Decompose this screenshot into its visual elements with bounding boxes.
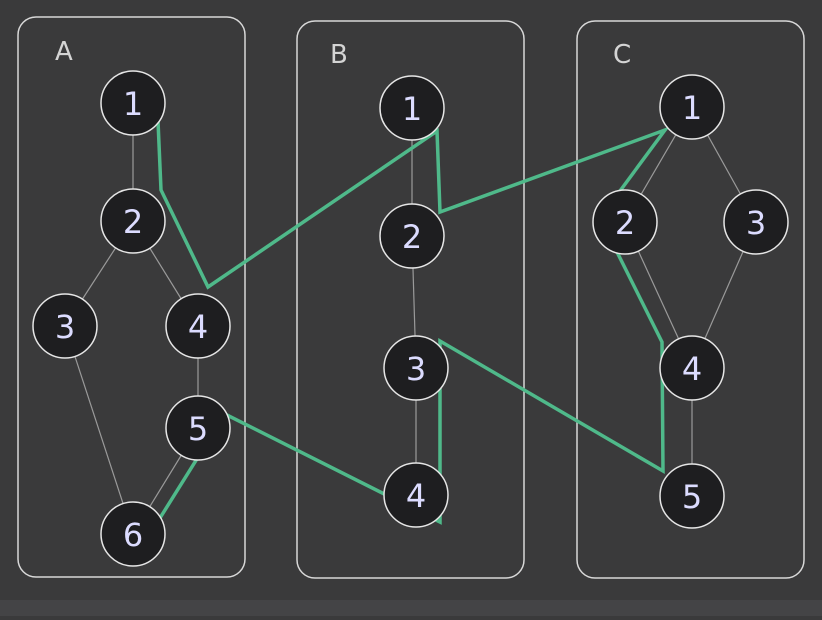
panel-a-node-2: 2 xyxy=(100,188,166,254)
panel-a-node-3: 3 xyxy=(32,293,98,359)
panel-b-node-3: 3 xyxy=(383,335,449,401)
panel-a-node-6-circle xyxy=(100,501,166,567)
panel-c-node-3-circle xyxy=(723,189,789,255)
panel-b-node-3-circle xyxy=(383,335,449,401)
panel-c-node-5-circle xyxy=(659,463,725,529)
panel-a-node-1-label: 1 xyxy=(123,85,143,123)
panel-c-node-2: 2 xyxy=(592,189,658,255)
panel-c-node-4-circle xyxy=(659,335,725,401)
panel-b-node-3-label: 3 xyxy=(406,350,426,388)
panels-layer: A B C xyxy=(17,16,805,579)
panel-b-node-2-label: 2 xyxy=(402,218,422,256)
panel-b-frame xyxy=(296,20,525,579)
panel-b-node-4: 4 xyxy=(383,462,449,528)
panel-a-node-1: 1 xyxy=(100,70,166,136)
panel-a-node-4-label: 4 xyxy=(188,308,208,346)
panel-b-node-1-circle xyxy=(379,75,445,141)
panel-c-node-4: 4 xyxy=(659,335,725,401)
panel-c-node-5: 5 xyxy=(659,463,725,529)
panel-a-node-5-circle xyxy=(165,395,231,461)
nodes-layer: 1 2 3 4 5 6 1 2 3 4 1 2 3 4 5 xyxy=(32,70,789,567)
panel-c-label: C xyxy=(613,40,631,70)
panel-a-node-3-label: 3 xyxy=(55,308,75,346)
panel-a-node-6-label: 6 xyxy=(123,516,143,554)
panel-a-edge-3-6 xyxy=(64,325,134,535)
panel-a-node-4-circle xyxy=(165,293,231,359)
panel-a-node-2-circle xyxy=(100,188,166,254)
panel-c-node-4-label: 4 xyxy=(682,350,702,388)
bottom-band xyxy=(0,600,822,616)
panel-b-node-2: 2 xyxy=(379,203,445,269)
panel-c-node-3: 3 xyxy=(723,189,789,255)
panel-a-label: A xyxy=(55,37,73,67)
panel-a-node-5-label: 5 xyxy=(188,410,208,448)
panel-c-node-1: 1 xyxy=(659,74,725,140)
panel-a-node-3-circle xyxy=(32,293,98,359)
panel-c-frame xyxy=(576,20,805,579)
panel-b-node-1: 1 xyxy=(379,75,445,141)
panel-c-node-3-label: 3 xyxy=(746,204,766,242)
panel-a-node-6: 6 xyxy=(100,501,166,567)
panel-a-node-4: 4 xyxy=(165,293,231,359)
panel-b-node-4-label: 4 xyxy=(406,477,426,515)
panel-a-node-5: 5 xyxy=(165,395,231,461)
panel-c-node-1-label: 1 xyxy=(682,89,702,127)
panel-a-node-1-circle xyxy=(100,70,166,136)
panel-b-node-1-label: 1 xyxy=(402,90,422,128)
panel-c-node-5-label: 5 xyxy=(682,478,702,516)
panel-c-node-2-circle xyxy=(592,189,658,255)
panel-b-node-2-circle xyxy=(379,203,445,269)
panel-a-node-2-label: 2 xyxy=(123,203,143,241)
panel-c-node-2-label: 2 xyxy=(615,204,635,242)
panel-c-node-1-circle xyxy=(659,74,725,140)
panel-a-frame xyxy=(17,16,246,578)
panel-b-node-4-circle xyxy=(383,462,449,528)
panel-b-label: B xyxy=(330,40,348,70)
